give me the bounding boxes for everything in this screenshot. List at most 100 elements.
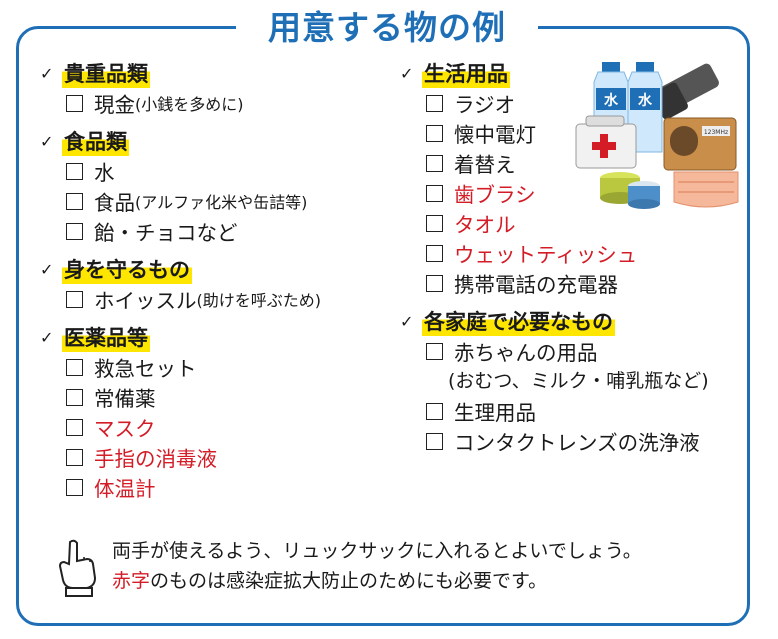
item-label: コンタクトレンズの洗浄液 <box>454 431 700 455</box>
checklist-item[interactable]: 生理用品 <box>426 396 750 426</box>
checklist-item[interactable]: 体温計 <box>66 472 390 502</box>
checklist-item[interactable]: 救急セット <box>66 352 390 382</box>
checkmark-icon: ✓ <box>40 63 54 83</box>
radio-icon: 123MHz <box>663 117 737 171</box>
item-label: 常備薬 <box>94 387 156 411</box>
checkbox[interactable] <box>66 478 83 496</box>
towel-icon <box>673 171 739 208</box>
first-aid-kit-icon <box>575 115 637 169</box>
checklist-item[interactable]: ホイッスル(助けを呼ぶため) <box>66 284 390 314</box>
checkbox[interactable] <box>426 214 443 232</box>
checklist-item[interactable]: 常備薬 <box>66 382 390 412</box>
checkbox[interactable] <box>66 162 83 180</box>
category-heading: ✓ 食品類 <box>40 126 390 156</box>
category-heading: ✓各家庭で必要なもの <box>400 306 750 336</box>
right-column: ✓生活用品ラジオ懐中電灯着替え歯ブラシタオルウェットティッシュ携帯電話の充電器✓… <box>400 58 750 464</box>
checkbox[interactable] <box>426 124 443 142</box>
checklist-item[interactable]: ラジオ <box>426 88 750 118</box>
item-label: 着替え <box>454 153 516 177</box>
category-section: ✓身を守るものホイッスル(助けを呼ぶため) <box>40 254 390 314</box>
pointing-hand-icon <box>58 539 97 597</box>
checklist-item[interactable]: 懐中電灯 <box>426 118 750 148</box>
emergency-supplies-illustration: 水 水 123MHz <box>575 62 739 209</box>
checklist-item[interactable]: タオル <box>426 208 750 238</box>
category-heading: ✓ 生活用品 <box>400 58 750 88</box>
checkbox[interactable] <box>66 418 83 436</box>
item-label: ラジオ <box>454 93 516 117</box>
item-label: マスク <box>94 417 156 441</box>
checklist-item[interactable]: 歯ブラシ <box>426 178 750 208</box>
checkbox[interactable] <box>66 388 83 406</box>
item-label: 現金 <box>94 93 135 117</box>
checklist-item[interactable]: マスク <box>66 412 390 442</box>
checkbox[interactable] <box>426 432 443 450</box>
item-label: 食品 <box>94 191 135 215</box>
checklist-item[interactable]: 赤ちゃんの用品 <box>426 336 750 366</box>
category-heading: ✓ 身を守るもの <box>40 254 390 284</box>
item-label: タオル <box>454 213 516 237</box>
checkbox[interactable] <box>66 290 83 308</box>
checklist-item[interactable]: 携帯電話の充電器 <box>426 268 750 298</box>
item-label: ホイッスル <box>94 289 197 313</box>
checkmark-icon: ✓ <box>400 63 414 83</box>
category-section: ✓ 医薬品等救急セット常備薬マスク手指の消毒液体温計 <box>40 322 390 502</box>
checklist-item[interactable]: 着替え <box>426 148 750 178</box>
svg-text:水: 水 <box>604 92 619 109</box>
svg-text:123MHz: 123MHz <box>704 129 728 136</box>
checklist-item[interactable]: 食品(アルファ化米や缶詰等) <box>66 186 390 216</box>
item-label: 懐中電灯 <box>454 123 536 147</box>
checklist-item[interactable]: 手指の消毒液 <box>66 442 390 472</box>
item-label: 手指の消毒液 <box>94 447 217 471</box>
category-section: ✓ 生活用品ラジオ懐中電灯着替え歯ブラシタオルウェットティッシュ携帯電話の充電器 <box>400 58 750 298</box>
checkmark-icon: ✓ <box>40 259 54 279</box>
item-note: (助けを呼ぶため) <box>196 291 322 310</box>
left-column: ✓貴重品類現金(小銭を多めに)✓食品類水食品(アルファ化米や缶詰等)飴・チョコな… <box>40 58 390 510</box>
item-label: 歯ブラシ <box>454 183 536 207</box>
checkbox[interactable] <box>426 244 443 262</box>
category-section: ✓貴重品類現金(小銭を多めに) <box>40 58 390 118</box>
svg-text:水: 水 <box>638 92 653 109</box>
item-label: 生理用品 <box>454 401 536 425</box>
checkbox[interactable] <box>66 358 83 376</box>
checkbox[interactable] <box>426 402 443 420</box>
note-line-1: 両手が使えるよう、リュックサックに入れるとよいでしょう。 <box>112 540 642 562</box>
note-block: 両手が使えるよう、リュックサックに入れるとよいでしょう。 赤字のものは感染症拡大… <box>56 536 736 597</box>
canned-food-icon <box>600 172 660 209</box>
checkbox[interactable] <box>426 342 443 360</box>
item-label: 赤ちゃんの用品 <box>454 341 598 365</box>
checklist-item[interactable]: 飴・チョコなど <box>66 216 390 246</box>
checkbox[interactable] <box>66 192 83 210</box>
checkbox[interactable] <box>66 94 83 112</box>
item-label: ウェットティッシュ <box>454 243 638 267</box>
item-subline: (おむつ、ミルク・哺乳瓶など) <box>448 370 709 392</box>
category-label: 医薬品等 <box>62 322 150 352</box>
item-note: (小銭を多めに) <box>135 95 244 114</box>
item-note: (アルファ化米や缶詰等) <box>135 193 308 212</box>
checklist-item[interactable]: コンタクトレンズの洗浄液 <box>426 426 750 456</box>
category-label: 身を守るもの <box>62 254 192 284</box>
red-text-keyword: 赤字 <box>112 570 151 592</box>
checklist-item[interactable]: ウェットティッシュ <box>426 238 750 268</box>
checkbox[interactable] <box>426 184 443 202</box>
checkbox[interactable] <box>426 94 443 112</box>
checklist-item[interactable]: 水 <box>66 156 390 186</box>
item-label: 飴・チョコなど <box>94 221 238 245</box>
checklist-item[interactable]: 現金(小銭を多めに) <box>66 88 390 118</box>
checkmark-icon: ✓ <box>40 131 54 151</box>
checkbox[interactable] <box>426 154 443 172</box>
checkbox[interactable] <box>66 222 83 240</box>
checkbox[interactable] <box>66 448 83 466</box>
category-label: 食品類 <box>62 126 129 156</box>
item-label: 水 <box>94 161 115 185</box>
item-label: 救急セット <box>94 357 197 381</box>
note-line-2-rest: のものは感染症拡大防止のためにも必要です。 <box>150 570 548 592</box>
category-label: 生活用品 <box>422 58 510 88</box>
category-label: 貴重品類 <box>62 58 150 88</box>
category-heading: ✓ 医薬品等 <box>40 322 390 352</box>
checkmark-icon: ✓ <box>40 327 54 347</box>
item-label: 体温計 <box>94 477 156 501</box>
category-section: ✓食品類水食品(アルファ化米や缶詰等)飴・チョコなど <box>40 126 390 246</box>
page-title: 用意する物の例 <box>236 6 538 50</box>
checkbox[interactable] <box>426 274 443 292</box>
category-heading: ✓ 貴重品類 <box>40 58 390 88</box>
